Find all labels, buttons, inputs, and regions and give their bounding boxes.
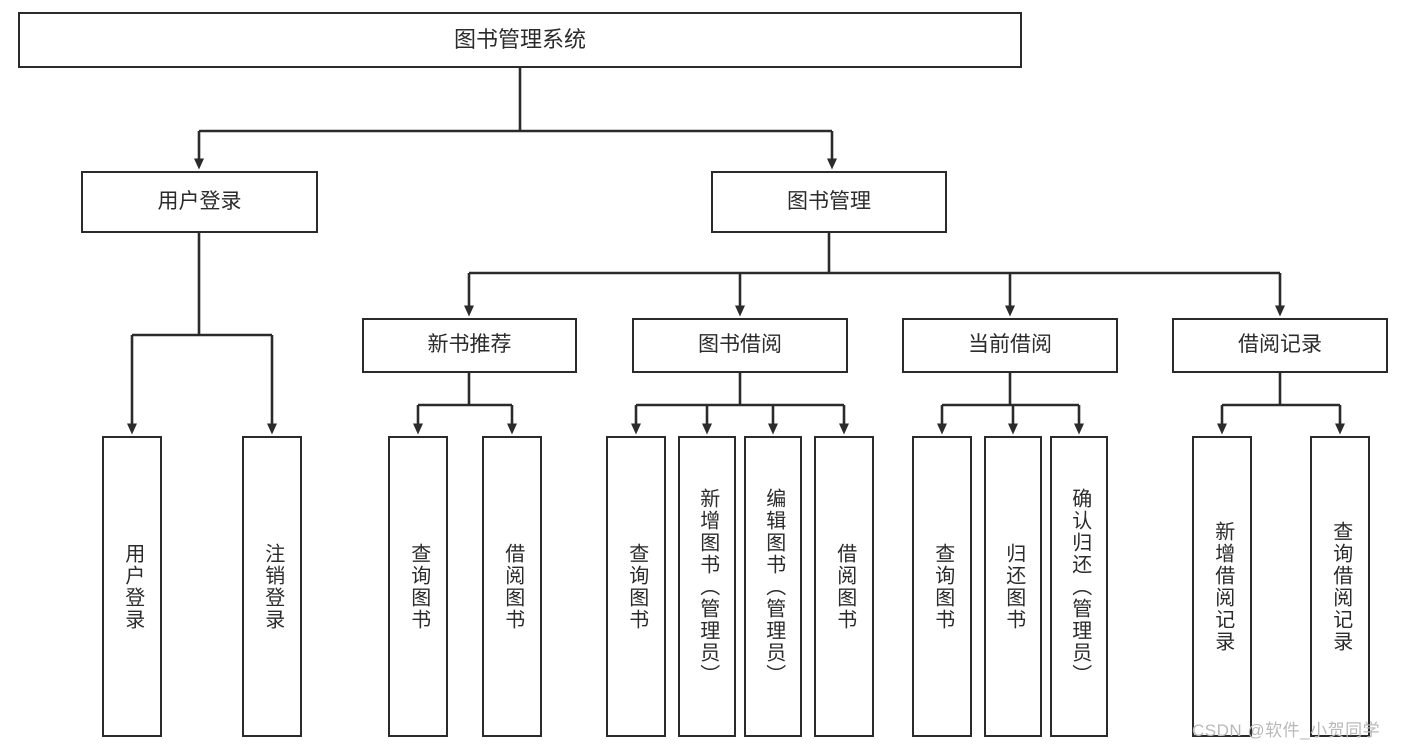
node-leaf-8-查询图书[interactable]: 查询图书: [912, 436, 972, 737]
node-leaf-3-借阅图书[interactable]: 借阅图书: [482, 436, 542, 737]
node-leaf-12-查询借阅记录[interactable]: 查询借阅记录: [1310, 436, 1370, 737]
node-label: 新增图书（管理员）: [696, 487, 719, 686]
node-label: 注销登录: [261, 542, 284, 631]
node-level2-1-图书管理[interactable]: 图书管理: [711, 171, 947, 233]
node-label: 归还图书: [1002, 542, 1025, 631]
node-label: 查询图书: [407, 542, 430, 631]
node-label: 用户登录: [121, 542, 144, 631]
node-label: 当前借阅: [968, 333, 1052, 357]
node-level3-0-新书推荐[interactable]: 新书推荐: [362, 318, 577, 373]
node-level3-1-图书借阅[interactable]: 图书借阅: [632, 318, 848, 373]
node-root-0-图书管理系统[interactable]: 图书管理系统: [18, 12, 1022, 68]
node-label: 图书借阅: [698, 333, 782, 357]
node-leaf-4-查询图书[interactable]: 查询图书: [606, 436, 666, 737]
node-leaf-6-编辑图书管理员[interactable]: 编辑图书（管理员）: [744, 436, 802, 737]
node-label: 新书推荐: [427, 333, 512, 357]
node-leaf-0-用户登录[interactable]: 用户登录: [102, 436, 162, 737]
node-label: 用户登录: [157, 189, 242, 213]
node-leaf-10-确认归还管理员[interactable]: 确认归还（管理员）: [1050, 436, 1108, 737]
node-label: 新增借阅记录: [1211, 520, 1234, 653]
node-leaf-9-归还图书[interactable]: 归还图书: [984, 436, 1042, 737]
node-label: 编辑图书（管理员）: [762, 487, 785, 686]
node-label: 确认归还（管理员）: [1068, 487, 1091, 686]
node-level3-3-借阅记录[interactable]: 借阅记录: [1172, 318, 1388, 373]
node-label: 查询借阅记录: [1329, 520, 1352, 653]
node-leaf-2-查询图书[interactable]: 查询图书: [388, 436, 448, 737]
node-label: 借阅记录: [1238, 333, 1322, 357]
node-label: 图书管理: [787, 189, 871, 213]
node-leaf-11-新增借阅记录[interactable]: 新增借阅记录: [1192, 436, 1252, 737]
node-label: 图书管理系统: [453, 27, 586, 53]
node-leaf-5-新增图书管理员[interactable]: 新增图书（管理员）: [678, 436, 736, 737]
node-level2-0-用户登录[interactable]: 用户登录: [81, 171, 318, 233]
node-label: 借阅图书: [501, 542, 524, 631]
node-label: 查询图书: [625, 542, 648, 631]
node-label: 查询图书: [931, 542, 954, 631]
csdn-watermark: CSDN @软件_小贺同学: [1192, 721, 1381, 740]
node-leaf-1-注销登录[interactable]: 注销登录: [242, 436, 302, 737]
node-label: 借阅图书: [833, 542, 856, 631]
node-level3-2-当前借阅[interactable]: 当前借阅: [902, 318, 1118, 373]
node-leaf-7-借阅图书[interactable]: 借阅图书: [814, 436, 874, 737]
